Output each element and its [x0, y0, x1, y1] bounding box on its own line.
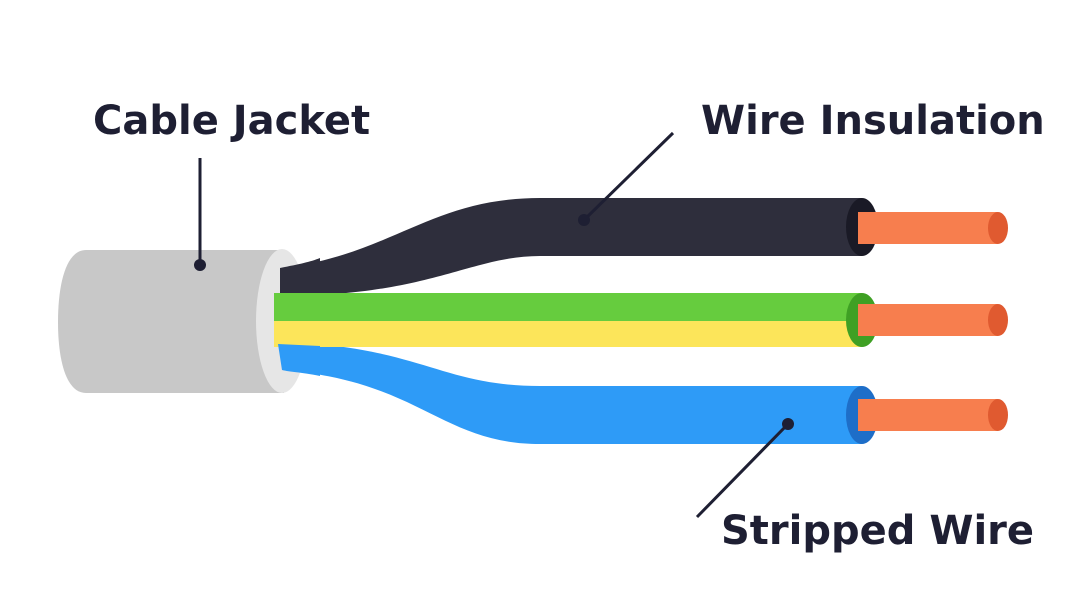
- leader-cable-jacket: [194, 158, 206, 271]
- copper-core: [858, 212, 998, 244]
- cable-jacket-label: Cable Jacket: [93, 98, 370, 144]
- wire-insulation-label: Wire Insulation: [701, 98, 1045, 144]
- leader-stripped-wire: [695, 418, 794, 519]
- stripped-wire-label: Stripped Wire: [721, 508, 1034, 554]
- green-yellow-stripped-copper: [858, 304, 1008, 336]
- blue-wire: [280, 342, 1008, 444]
- cable-jacket: [58, 249, 320, 393]
- copper-tip: [988, 304, 1008, 336]
- black-stripped-copper: [858, 212, 1008, 244]
- leader-dot: [578, 214, 590, 226]
- leader-dot: [194, 259, 206, 271]
- leader-line: [582, 131, 675, 222]
- green-stripe: [272, 293, 862, 321]
- jacket-mouth-blue: [278, 344, 320, 376]
- copper-tip: [988, 399, 1008, 431]
- copper-core: [858, 304, 998, 336]
- jacket-mouth-green: [274, 293, 320, 321]
- leader-dot: [782, 418, 794, 430]
- black-wire-insulation: [280, 198, 862, 296]
- cable-jacket-body: [58, 250, 284, 393]
- green-yellow-wire: [272, 293, 1008, 347]
- jacket-mouth-black: [280, 258, 320, 296]
- yellow-stripe: [272, 321, 862, 347]
- leader-wire-insulation: [578, 131, 675, 226]
- copper-core: [858, 399, 998, 431]
- leader-line: [695, 422, 790, 519]
- blue-stripped-copper: [858, 399, 1008, 431]
- copper-tip: [988, 212, 1008, 244]
- black-wire: [280, 198, 1008, 296]
- blue-wire-insulation: [280, 342, 862, 444]
- jacket-mouth-yellow: [274, 321, 320, 347]
